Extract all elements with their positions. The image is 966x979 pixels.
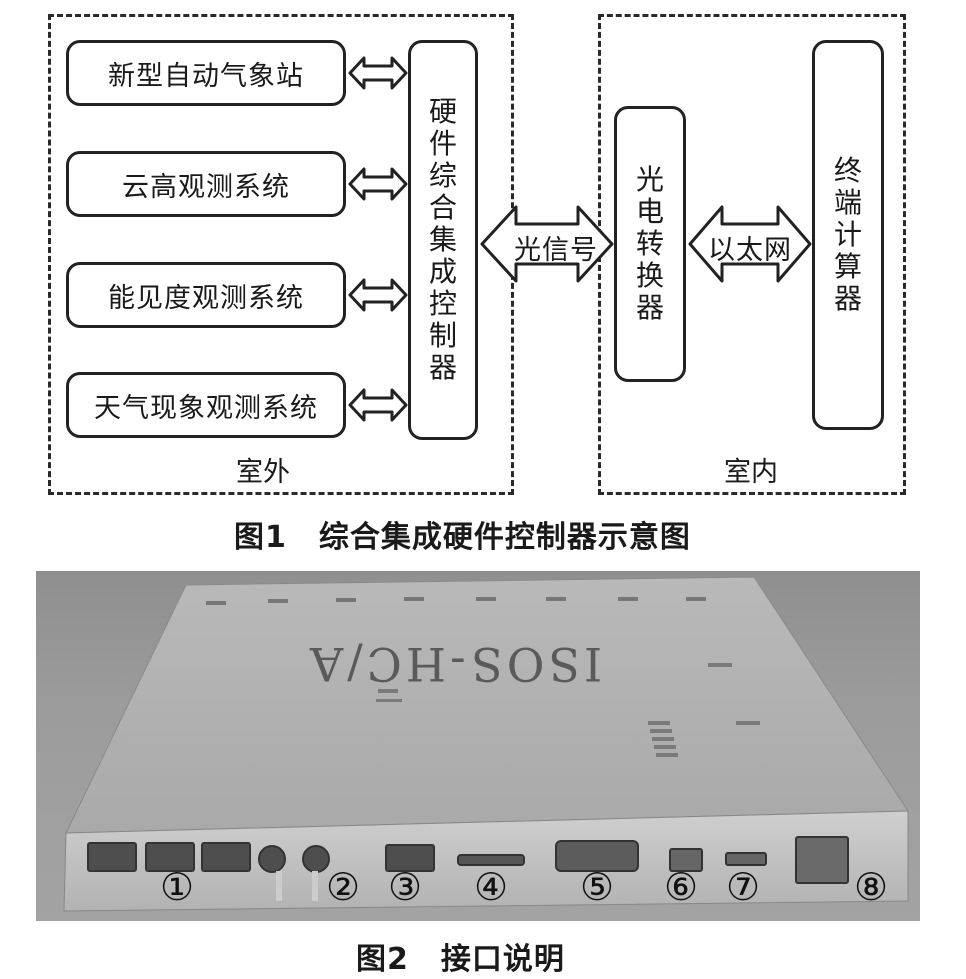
device-box-weather-phenomena: 天气现象观测系统 [66,372,346,438]
figure1-diagram: 室外 室内 新型自动气象站 云高观测系统 能见度观测系统 天气现象观测系统 硬件… [48,14,906,556]
double-arrow-icon [348,278,408,312]
rj45-port-3 [201,842,251,872]
device-model-text: ISOS-HC/A [306,637,603,691]
usb-a-port [725,852,767,866]
ethernet-arrow-icon [688,205,812,283]
device-box-weather-station: 新型自动气象站 [66,40,346,106]
port-marker-5: ⑤ [580,865,615,909]
figure1-caption: 图1 综合集成硬件控制器示意图 [234,512,691,556]
outdoor-region-label: 室外 [236,457,290,488]
port-marker-8: ⑧ [854,865,889,909]
rj45-port-4 [385,844,435,872]
caption-title: 接口说明 [440,942,565,977]
converter-label: 光电转换器 [635,163,664,324]
double-arrow-icon [348,167,408,201]
port-marker-2: ② [326,865,361,909]
usb-b-port [669,848,703,872]
device-label: 云高观测系统 [122,171,290,203]
fiber-port-1 [258,845,286,873]
device-top-surface [65,576,909,834]
caption-prefix: 图1 [234,520,287,555]
controller-box: 硬件综合集成控制器 [408,40,478,440]
ethernet-label: 以太网 [708,235,792,266]
device-illustration [63,576,909,912]
optical-signal-label: 光信号 [514,235,598,266]
port-marker-7: ⑦ [726,865,761,909]
diagram-arrows [348,56,812,422]
port-marker-1: ① [160,865,195,909]
caption-title: 综合集成硬件控制器示意图 [318,520,691,555]
device-label: 新型自动气象站 [108,60,304,92]
indoor-region-label: 室内 [724,457,778,488]
port-marker-6: ⑥ [664,865,699,909]
serial-port [555,840,639,872]
terminal-label: 终端计算器 [833,154,862,315]
device-label: 天气现象观测系统 [94,392,318,424]
power-terminal [795,836,849,884]
double-arrow-icon [348,388,408,422]
rj45-port-2 [145,842,195,872]
sd-slot [457,854,525,866]
caption-prefix: 图2 [356,942,409,977]
device-label: 能见度观测系统 [108,282,304,314]
terminal-box: 终端计算器 [812,40,884,430]
optical-signal-arrow-icon [480,205,614,283]
port-marker-4: ④ [474,865,509,909]
controller-label: 硬件综合集成控制器 [428,95,457,384]
device-box-visibility: 能见度观测系统 [66,262,346,328]
port-marker-3: ③ [388,865,423,909]
double-arrow-icon [348,56,408,90]
rj45-port-1 [87,842,137,872]
figure2-caption: 图2 接口说明 [356,934,565,978]
converter-box: 光电转换器 [614,106,686,382]
device-photo: ISOS-HC/A ① ② ③ ④ ⑤ ⑥ ⑦ ⑧ [36,571,920,921]
device-box-cloud-height: 云高观测系统 [66,151,346,217]
